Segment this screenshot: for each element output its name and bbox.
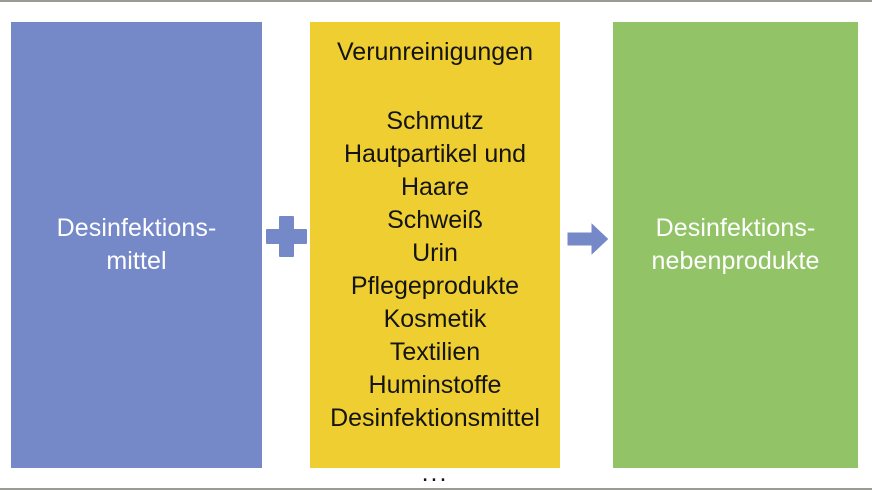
contaminants-title: Verunreinigungen — [337, 38, 533, 66]
contaminants-list: Verunreinigungen Schmutz Hautpartikel un… — [310, 36, 560, 490]
result-box-byproducts: Desinfektions- nebenprodukte — [613, 22, 858, 468]
contaminant-item: Urin — [412, 238, 458, 267]
contaminants-box: Verunreinigungen Schmutz Hautpartikel un… — [310, 22, 560, 487]
bottom-divider-rule — [0, 488, 872, 490]
contaminant-item: Kosmetik — [383, 304, 487, 333]
contaminant-item: Schmutz — [386, 106, 484, 135]
top-divider-rule — [0, 0, 872, 2]
contaminant-item: Schweiß — [387, 205, 483, 234]
source-box-disinfectant: Desinfektions- mittel — [11, 22, 262, 468]
contaminant-item: Hautpartikel und Haare — [343, 139, 527, 201]
contaminant-item: Desinfektionsmittel — [330, 403, 540, 432]
contaminant-item: Huminstoffe — [368, 370, 502, 399]
contaminant-item: Textilien — [389, 337, 481, 366]
contaminants-ellipsis: ... — [421, 458, 449, 487]
result-box-label: Desinfektions- nebenprodukte — [651, 214, 820, 275]
source-box-label: Desinfektions- mittel — [56, 214, 217, 275]
plus-icon — [266, 216, 307, 257]
arrow-right-icon — [567, 222, 609, 256]
contaminant-item: Pflegeprodukte — [350, 271, 520, 300]
plus-icon-vertical-bar — [279, 216, 294, 257]
